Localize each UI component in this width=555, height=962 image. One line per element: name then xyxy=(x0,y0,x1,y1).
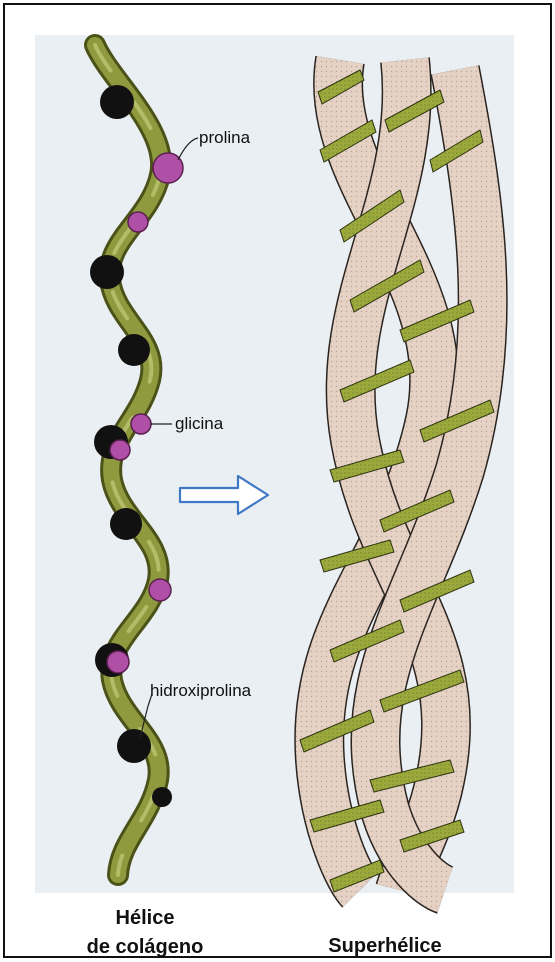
residue-proline xyxy=(153,153,183,183)
residue-proline xyxy=(149,579,171,601)
leader-prolina xyxy=(178,138,198,160)
residue-proline xyxy=(131,414,151,434)
label-glicina: glicina xyxy=(175,414,223,434)
caption-helix-line1: Hélice xyxy=(60,904,230,933)
label-hidroxiprolina: hidroxiprolina xyxy=(150,681,251,701)
arrow-icon xyxy=(180,476,268,514)
caption-collagen-helix: Hélice de colágeno xyxy=(60,904,230,962)
residue-dark xyxy=(117,729,151,763)
caption-superhelix: Superhélice xyxy=(300,932,470,961)
residue-proline xyxy=(110,440,130,460)
residue-dark xyxy=(100,85,134,119)
residue-proline xyxy=(107,651,129,673)
residue-dark xyxy=(152,787,172,807)
residue-proline xyxy=(128,212,148,232)
residue-dark xyxy=(118,334,150,366)
collagen-helix xyxy=(90,45,198,875)
superhelix xyxy=(300,60,494,892)
label-prolina: prolina xyxy=(199,128,250,148)
residue-dark xyxy=(110,508,142,540)
residue-dark xyxy=(90,255,124,289)
caption-helix-line2: de colágeno xyxy=(60,933,230,962)
